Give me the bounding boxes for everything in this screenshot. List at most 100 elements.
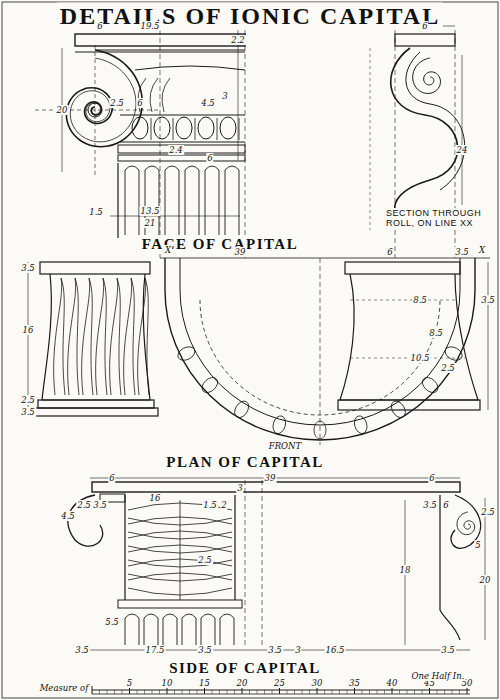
drawn-line — [437, 690, 438, 694]
dimension-label: 6 — [442, 500, 449, 510]
drawn-curve — [391, 48, 458, 222]
dimension-label: 2.5 — [480, 507, 496, 517]
drawn-line — [407, 690, 408, 694]
drawn-curve — [144, 614, 158, 645]
dimension-label: 6 — [421, 21, 428, 31]
drawn-curve — [54, 278, 62, 395]
drawn-line — [399, 690, 400, 694]
drawn-line — [99, 690, 100, 694]
drawn-line — [488, 262, 489, 410]
dimension-label: 2.2 — [230, 35, 246, 45]
dimension-label: 1.5 — [202, 500, 218, 510]
drawn-line — [95, 45, 96, 175]
dimension-label: 35 — [348, 678, 361, 688]
dimension-label: 10 — [161, 678, 174, 688]
dimension-label: 3.5 — [422, 500, 438, 510]
drawn-curve — [66, 50, 142, 147]
drawn-line — [120, 142, 245, 143]
drawn-line — [92, 686, 93, 694]
drawn-curve — [205, 166, 219, 235]
drawn-curve — [61, 278, 65, 395]
dimension-label: 16 — [149, 493, 162, 503]
drawn-outline — [118, 155, 245, 161]
drawn-line — [151, 118, 152, 140]
egg — [176, 117, 192, 139]
drawn-line — [182, 690, 183, 694]
drawn-curve — [125, 166, 139, 235]
leaf — [232, 399, 252, 421]
drawn-line — [302, 690, 303, 694]
drawn-line — [309, 690, 310, 694]
drawn-line — [444, 690, 445, 694]
dimension-label: 16 — [22, 325, 35, 335]
drawn-line — [227, 690, 228, 694]
drawn-line — [174, 690, 175, 694]
dimension-label: 30 — [311, 678, 324, 688]
drawn-line — [485, 498, 486, 640]
dimension-label: 3 — [221, 91, 228, 101]
leaf — [419, 375, 440, 396]
plan-of-capital — [28, 258, 490, 445]
drawn-curve — [440, 495, 460, 640]
drawn-line — [287, 690, 288, 694]
drawn-line — [35, 110, 160, 111]
dimension-label: 2.5 — [197, 555, 213, 565]
drawn-line — [114, 690, 115, 694]
drawn-curve — [82, 278, 90, 395]
egg — [154, 117, 170, 139]
dimension-label: 40 — [386, 678, 399, 688]
drawn-line — [294, 690, 295, 694]
drawn-curve — [406, 52, 465, 190]
drawn-curve — [150, 78, 158, 112]
drawn-outline — [118, 600, 242, 608]
drawn-outline — [345, 262, 460, 274]
dimension-label: 6 — [136, 98, 143, 108]
drawn-curve — [457, 512, 475, 535]
dimension-label: 8.5 — [412, 295, 428, 305]
drawn-curve — [68, 278, 76, 395]
drawn-curve — [225, 166, 239, 235]
drawn-line — [92, 694, 470, 695]
drawn-curve — [89, 278, 93, 395]
drawn-curve — [413, 58, 441, 93]
dimension-label: 24 — [456, 145, 469, 155]
dimension-label: 3.5 — [197, 645, 213, 655]
drawn-line — [173, 118, 174, 140]
dimension-label: 2.5 — [109, 98, 125, 108]
drawn-curve — [95, 50, 245, 51]
dimension-label: 10.5 — [410, 353, 431, 363]
drawn-line — [377, 690, 378, 694]
drawn-outline — [92, 482, 460, 492]
drawn-line — [160, 258, 490, 259]
drawn-line — [239, 118, 240, 140]
drawn-line — [339, 690, 340, 694]
drawn-curve — [138, 278, 146, 395]
dimension-label: 3 — [236, 483, 243, 493]
dimension-label: 5 — [126, 678, 133, 688]
drawn-line — [137, 690, 138, 694]
drawn-line — [414, 690, 415, 694]
dimension-label: 39 — [234, 247, 247, 257]
drawn-curve — [125, 614, 139, 645]
drawn-line — [369, 690, 370, 694]
dimension-label: 18 — [399, 565, 412, 575]
face-of-capital — [35, 26, 245, 258]
drawn-curve — [185, 166, 199, 235]
drawn-curve — [135, 66, 245, 70]
drawn-line — [189, 690, 190, 694]
drawn-curve — [162, 78, 170, 112]
leaf — [443, 344, 464, 363]
drawn-line — [120, 115, 245, 116]
drawn-line — [249, 690, 250, 694]
drawn-line — [110, 216, 240, 217]
dimension-label: 6 — [386, 247, 393, 257]
drawn-line — [347, 690, 348, 694]
drawn-curve — [124, 278, 132, 395]
drawn-curve — [42, 274, 150, 400]
dimension-label: 6 — [206, 153, 213, 163]
dimension-label: 21 — [144, 218, 157, 228]
drawn-line — [28, 262, 29, 416]
